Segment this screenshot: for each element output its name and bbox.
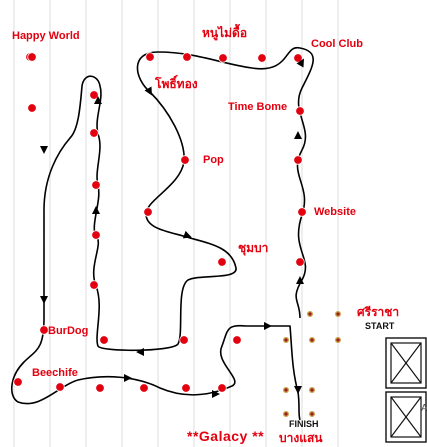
label-start: START xyxy=(365,321,395,331)
arrow-head-icon xyxy=(294,131,302,139)
small-ring-dot-icon xyxy=(335,337,341,343)
red-dot-icon xyxy=(181,383,191,393)
red-dot-icon xyxy=(295,257,305,267)
small-ring-dot-icon xyxy=(309,387,315,393)
small-ring-dot-icon xyxy=(283,411,289,417)
small-ring-dot-icon xyxy=(309,337,315,343)
label-si-racha: ศรีราชา xyxy=(357,305,400,319)
red-dot-icon xyxy=(27,103,37,113)
label-pho-thong: โพธิ์ทอง xyxy=(155,77,198,91)
red-dot-icon xyxy=(293,155,303,165)
arrow-head-icon xyxy=(264,322,272,330)
map-title: **Galacy ** xyxy=(187,428,265,444)
arrow-head-icon xyxy=(144,86,152,96)
red-dot-icon xyxy=(13,377,23,387)
label-finish: FINISH xyxy=(289,419,319,429)
arrow-head-icon xyxy=(92,206,100,214)
small-ring-dot-icon xyxy=(309,411,315,417)
label-happy-world: Happy World xyxy=(12,30,80,42)
red-dot-icon xyxy=(91,180,101,190)
label-pop: Pop xyxy=(203,154,224,166)
red-dot-icon xyxy=(99,335,109,345)
label-website: Website xyxy=(314,206,356,218)
route-stops xyxy=(13,52,307,393)
red-dot-icon xyxy=(182,52,192,62)
label-burdog: BurDog xyxy=(48,325,89,337)
red-dot-icon xyxy=(55,382,65,392)
red-dot-icon xyxy=(179,335,189,345)
label-time-bome: Time Bome xyxy=(228,101,288,113)
label-cool-club: Cool Club xyxy=(311,38,363,50)
red-dot-icon xyxy=(143,207,153,217)
red-dot-icon xyxy=(297,207,307,217)
edge-letter: A xyxy=(421,403,427,414)
arrow-head-icon xyxy=(136,348,144,356)
arrow-head-icon xyxy=(296,58,304,68)
red-dot-icon xyxy=(95,383,105,393)
legend-boxes xyxy=(385,337,427,443)
arrow-head-icon xyxy=(296,276,304,284)
crossed-box-icon xyxy=(385,391,427,443)
arrow-head-icon xyxy=(182,230,192,239)
arrow-head-icon xyxy=(40,146,48,154)
red-dot-icon xyxy=(218,53,228,63)
red-dot-icon xyxy=(295,106,305,116)
arrow-head-icon xyxy=(94,96,102,104)
red-dot-icon xyxy=(89,128,99,138)
red-dot-icon xyxy=(217,257,227,267)
small-ring-dot-icon xyxy=(283,337,289,343)
route-line xyxy=(11,46,314,421)
map-grid xyxy=(13,0,339,447)
red-dot-icon xyxy=(91,230,101,240)
arrow-head-icon xyxy=(212,390,220,398)
small-ring-dot-icon xyxy=(307,311,313,317)
red-dot-icon xyxy=(89,90,99,100)
crossed-box-icon xyxy=(385,337,427,389)
red-dot-icon xyxy=(217,383,227,393)
small-ring-dot-icon xyxy=(335,311,341,317)
label-bang-saen: บางแสน xyxy=(279,431,323,445)
small-ring-dot-icon xyxy=(283,387,289,393)
red-dot-icon xyxy=(180,155,190,165)
arrow-head-icon xyxy=(294,386,302,394)
label-hnu-mai-dueu: หนูไม่ดื้อ xyxy=(202,26,248,40)
arrow-head-icon xyxy=(124,374,132,382)
direction-arrows xyxy=(40,58,304,398)
red-dot-icon xyxy=(293,53,303,63)
label-chum-ba: ชุมบา xyxy=(238,241,269,255)
red-dot-icon xyxy=(145,52,155,62)
station-points xyxy=(283,311,341,417)
red-dot-icon xyxy=(89,280,99,290)
red-dot-icon xyxy=(27,52,37,62)
red-dot-icon xyxy=(257,53,267,63)
red-dot-icon xyxy=(139,383,149,393)
red-dot-icon xyxy=(232,335,242,345)
arrow-head-icon xyxy=(40,296,48,304)
red-dot-icon xyxy=(39,325,49,335)
label-beechife: Beechife xyxy=(32,367,78,379)
